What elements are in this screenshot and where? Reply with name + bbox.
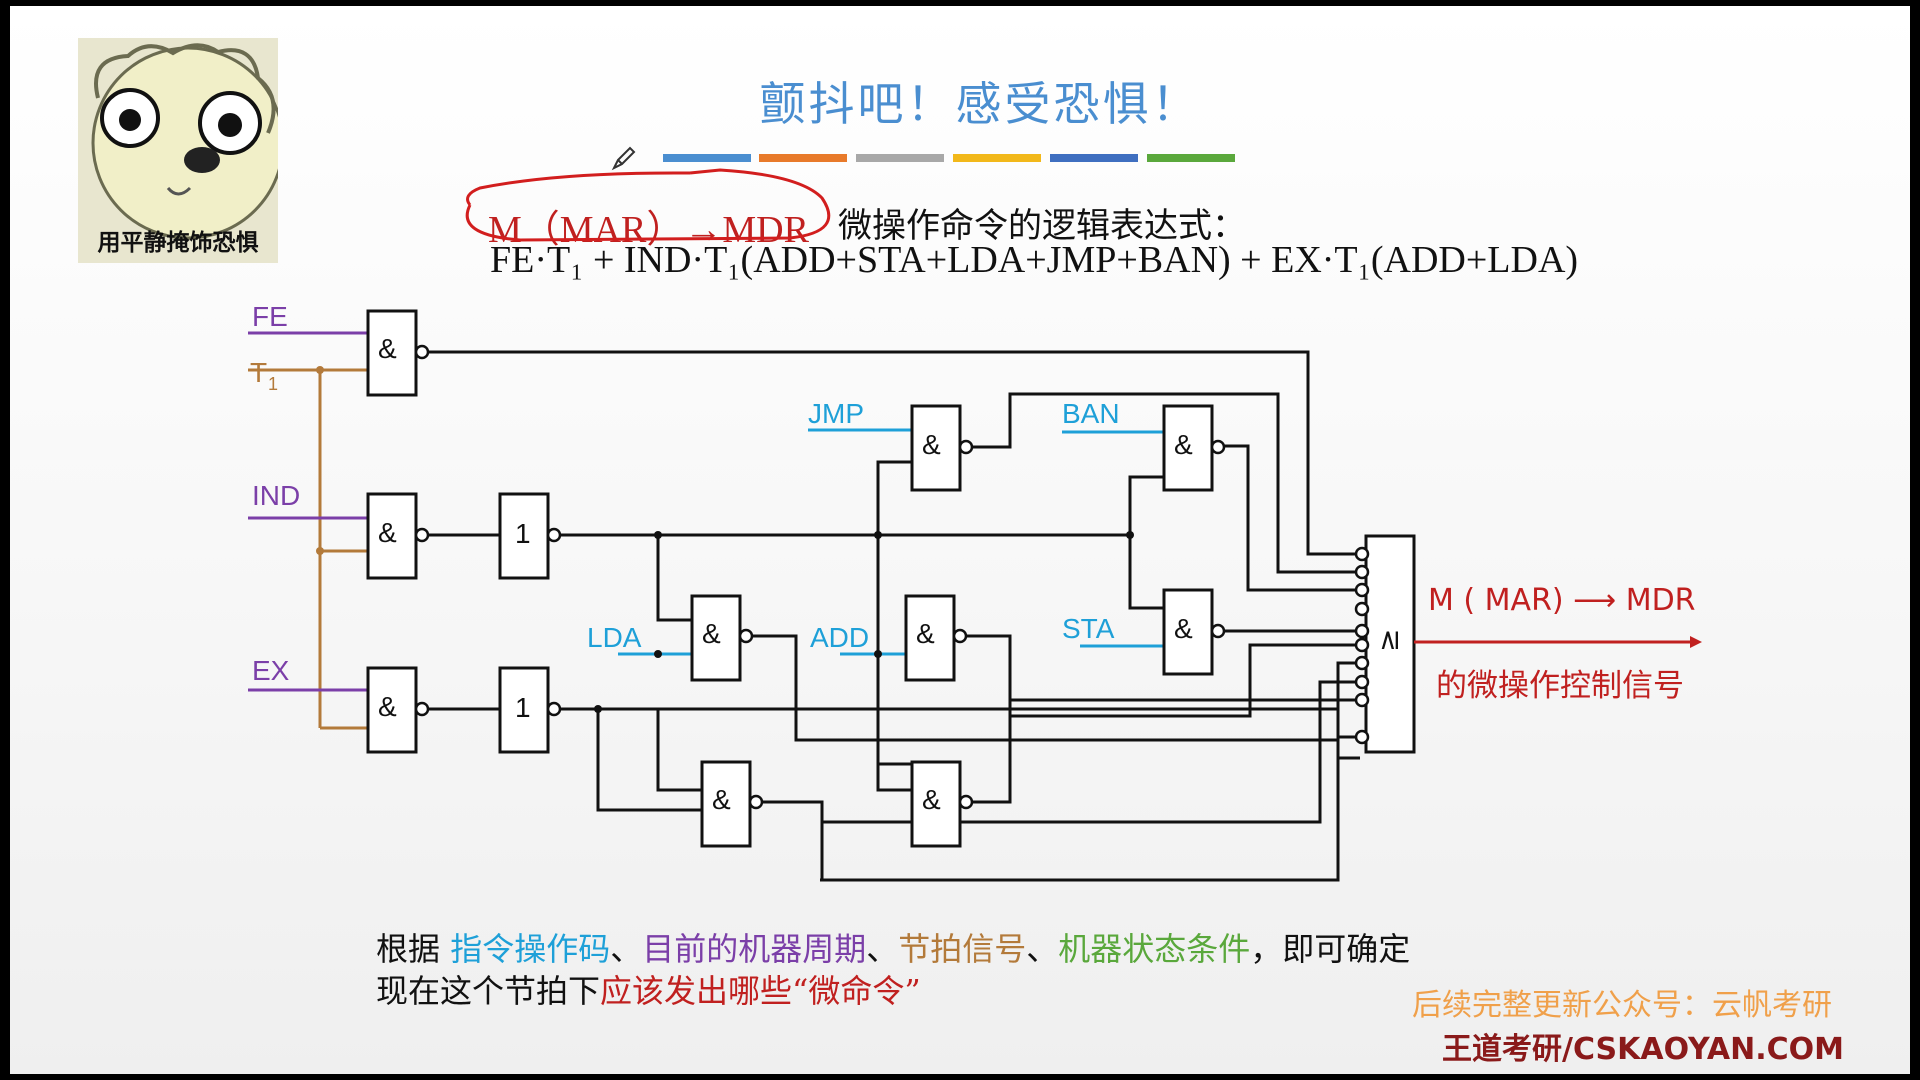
gate-symbol-and: & (1174, 613, 1193, 644)
expression-label: M（MAR）→MDR (488, 209, 809, 251)
note-text: 、 (866, 930, 899, 968)
gate-symbol-and: & (378, 333, 397, 364)
note-text: 、 (1026, 930, 1059, 968)
gate-not-ex: 1 (498, 666, 562, 754)
page-title: 颤抖吧！感受恐惧！ (759, 77, 1201, 131)
gate-symbol-and: & (916, 618, 935, 649)
gate-symbol-or: ≥ (1372, 629, 1405, 652)
gate-symbol-not: 1 (515, 692, 531, 723)
input-label-ban: BAN (1062, 398, 1120, 429)
output-label-line2: 的微操作控制信号 (1436, 668, 1684, 704)
gate-symbol-and: & (378, 691, 397, 722)
gate-and-jmp: & (910, 404, 974, 492)
gate-and-ind: & (366, 492, 430, 580)
color-bar-2 (759, 154, 847, 162)
watermark-line-2: 王道考研/CSKAOYAN.COM (1442, 1032, 1844, 1067)
color-bar-1 (663, 154, 751, 162)
note-text: 、 (610, 930, 643, 968)
color-bar-5 (1050, 154, 1138, 162)
expression-intro: 微操作命令的逻辑表达式： (838, 206, 1246, 246)
meme-face-icon (91, 43, 278, 240)
gate-symbol-and: & (702, 618, 721, 649)
gate-not-ind: 1 (498, 492, 562, 580)
input-label-t1: T (250, 357, 267, 388)
expression-formula: FE·T₁ + IND·T₁(ADD+STA+LDA+JMP+BAN) + EX… (490, 239, 1579, 281)
gate-and-ex-add: & (910, 760, 974, 848)
gate-and-ex-lda: & (700, 760, 764, 848)
watermark-line-1: 后续完整更新公众号：云帆考研 (1412, 988, 1832, 1023)
gate-and-sta: & (1162, 588, 1226, 676)
output-label-line1: M ( MAR) ⟶ MDR (1428, 583, 1696, 618)
note-line-1: 根据 指令操作码、目前的机器周期、节拍信号、机器状态条件，即可确定 (376, 924, 1410, 970)
gate-or-output: ≥ (1354, 534, 1416, 754)
note-text: 根据 (376, 930, 451, 968)
gate-symbol-not: 1 (515, 518, 531, 549)
note-emphasis: 应该发出哪些“微命令” (600, 972, 921, 1010)
note-text: 现在这个节拍下 (376, 972, 601, 1010)
note-beat: 节拍信号 (898, 930, 1027, 968)
output-arrow-icon (1690, 636, 1702, 648)
gate-symbol-and: & (922, 429, 941, 460)
note-cycle: 目前的机器周期 (642, 930, 867, 968)
pencil-cursor-icon (611, 146, 636, 171)
gate-symbol-and: & (712, 784, 731, 815)
sticker-caption: 用平静掩饰恐惧 (97, 230, 259, 256)
gate-and-ex: & (366, 666, 430, 754)
color-bar-4 (953, 154, 1041, 162)
gate-and-ban: & (1162, 404, 1226, 492)
input-label-ex: EX (252, 655, 290, 686)
sticker-image: 用平静掩饰恐惧 (78, 38, 278, 263)
annotation-circle (465, 168, 831, 242)
note-opcode: 指令操作码 (450, 930, 611, 968)
note-text: ，即可确定 (1250, 930, 1411, 968)
internal-wiring (428, 350, 1360, 882)
slide: 用平静掩饰恐惧 颤抖吧！感受恐惧！ M（MAR）→MDR 微操作命令的逻辑表达式… (10, 6, 1910, 1074)
input-label-fe: FE (252, 301, 288, 332)
input-label-sta: STA (1062, 613, 1115, 644)
gate-symbol-and: & (1174, 429, 1193, 460)
input-label-ind: IND (252, 480, 300, 511)
gate-symbol-and: & (922, 784, 941, 815)
gate-symbol-and: & (378, 517, 397, 548)
input-label-t1-sub: 1 (268, 374, 278, 394)
gate-and-fe: & (366, 309, 430, 397)
gate-and-add: & (904, 594, 968, 682)
gate-and-lda: & (690, 594, 754, 682)
input-label-add: ADD (810, 622, 869, 653)
input-label-jmp: JMP (808, 398, 864, 429)
note-state: 机器状态条件 (1058, 930, 1251, 968)
note-line-2: 现在这个节拍下应该发出哪些“微命令” (376, 966, 921, 1012)
input-label-lda: LDA (587, 622, 642, 653)
color-bar-3 (856, 154, 944, 162)
color-bar-6 (1147, 154, 1235, 162)
